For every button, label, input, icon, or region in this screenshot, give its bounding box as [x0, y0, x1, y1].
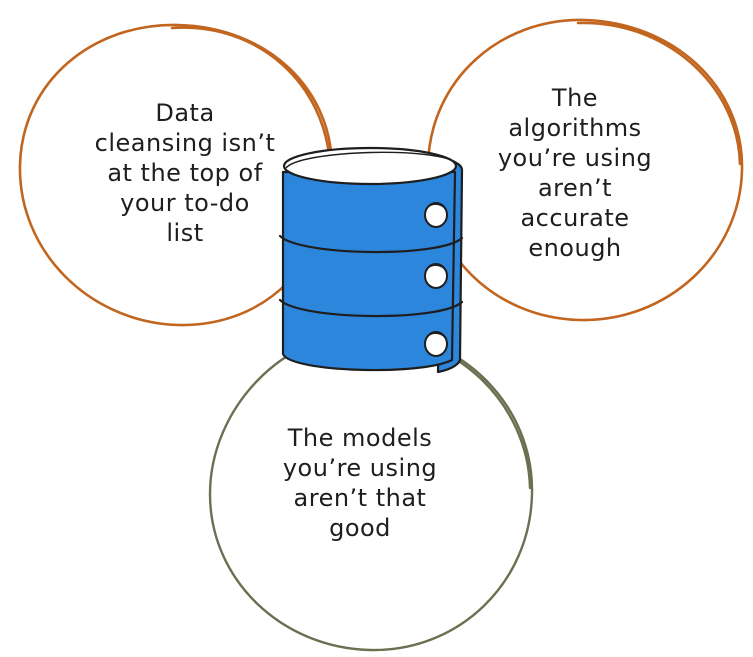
label-algorithms-line-3: you’re using	[497, 144, 653, 172]
label-data-cleansing-line-1: Data	[155, 99, 215, 127]
database-top	[282, 146, 458, 186]
circle-data-cleansing	[18, 23, 334, 327]
circle-left-outline	[18, 23, 334, 327]
database-disk-1	[424, 202, 448, 228]
database-top-sketch	[285, 151, 459, 169]
label-models-line-3: aren’t that	[293, 484, 427, 512]
label-data-cleansing-line-4: your to-do	[120, 189, 250, 217]
label-algorithms-line-2: algorithms	[508, 114, 642, 142]
label-algorithms-line-6: enough	[528, 234, 622, 262]
circle-algorithms	[426, 18, 744, 322]
label-models-line-2: you’re using	[282, 454, 438, 482]
label-models: The models you’re using aren’t that good	[250, 423, 470, 543]
label-algorithms-line-4: aren’t	[537, 174, 613, 202]
label-data-cleansing: Data cleansing isn’t at the top of your …	[85, 98, 285, 248]
database-separator-2	[278, 298, 464, 318]
circle-right-outline	[426, 18, 744, 322]
database-separator-1	[278, 234, 464, 254]
label-data-cleansing-line-3: at the top of	[107, 159, 263, 187]
label-algorithms-line-1: The	[551, 84, 599, 112]
label-algorithms-line-5: accurate	[520, 204, 630, 232]
database-disk-3	[424, 331, 448, 357]
label-data-cleansing-line-5: list	[166, 219, 204, 247]
label-data-cleansing-line-2: cleansing isn’t	[94, 129, 276, 157]
label-models-line-1: The models	[287, 424, 433, 452]
database-disk-2	[424, 263, 448, 289]
database-icon	[278, 146, 464, 374]
database-body	[281, 170, 457, 372]
label-models-line-4: good	[329, 514, 391, 542]
label-algorithms: The algorithms you’re using aren’t accur…	[480, 83, 670, 263]
